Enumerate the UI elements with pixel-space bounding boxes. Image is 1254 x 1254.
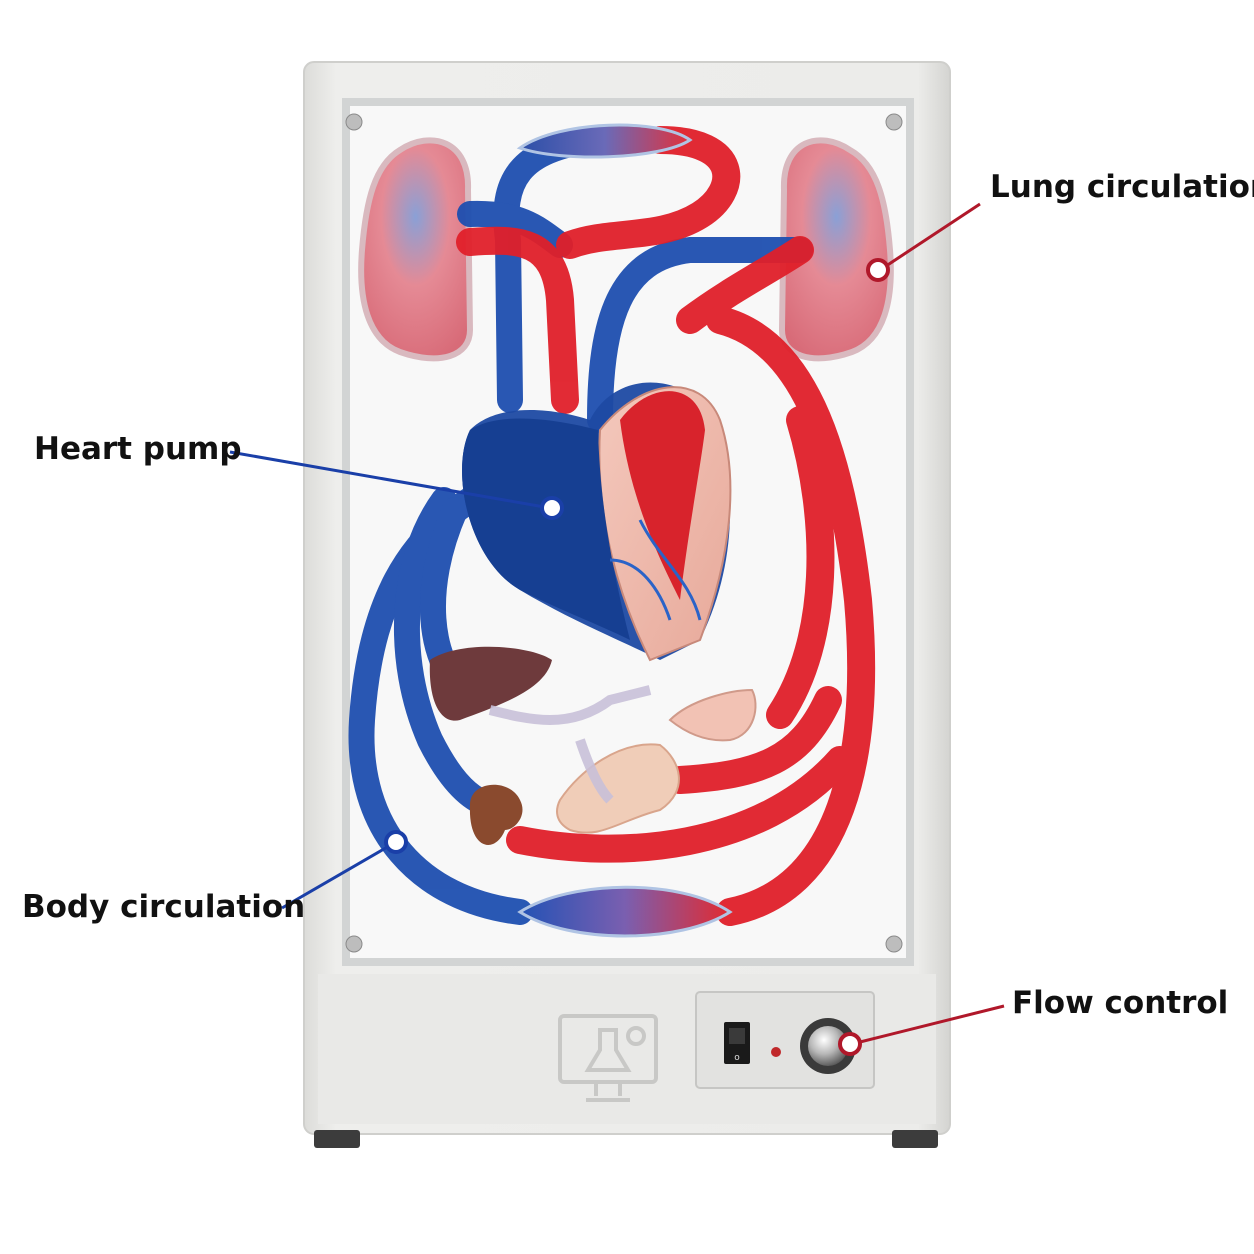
flow-control-knob[interactable] <box>800 1018 856 1074</box>
right-lung <box>778 137 894 362</box>
callout-body-circulation: Body circulation <box>22 889 306 925</box>
svg-text:o: o <box>734 1053 740 1063</box>
control-panel: o <box>695 991 875 1089</box>
power-switch[interactable]: o <box>724 1022 750 1064</box>
screw-icon <box>885 113 903 131</box>
portal-vessels <box>488 685 652 804</box>
cabinet-foot-right <box>892 1130 938 1148</box>
callout-heart-pump: Heart pump <box>34 431 242 467</box>
callout-lines <box>229 202 1005 1056</box>
kidney <box>469 784 523 845</box>
intestine <box>556 743 680 834</box>
screw-icon <box>885 935 903 953</box>
upper-capillary-bed <box>516 123 693 159</box>
lower-capillary-bed <box>517 885 733 938</box>
cabinet-foot-left <box>314 1130 360 1148</box>
spleen-pancreas <box>668 688 757 742</box>
screw-icon <box>345 113 363 131</box>
liver <box>429 646 552 721</box>
arterial-tubes <box>456 126 876 926</box>
screw-icon <box>345 935 363 953</box>
left-lung <box>358 137 474 362</box>
lab-monitor-flask-icon <box>558 1014 658 1102</box>
led-indicator-icon <box>771 1047 781 1057</box>
callout-flow-control: Flow control <box>1012 985 1229 1021</box>
callout-lung-circulation: Lung circulation <box>990 169 1254 205</box>
heart <box>462 382 732 662</box>
